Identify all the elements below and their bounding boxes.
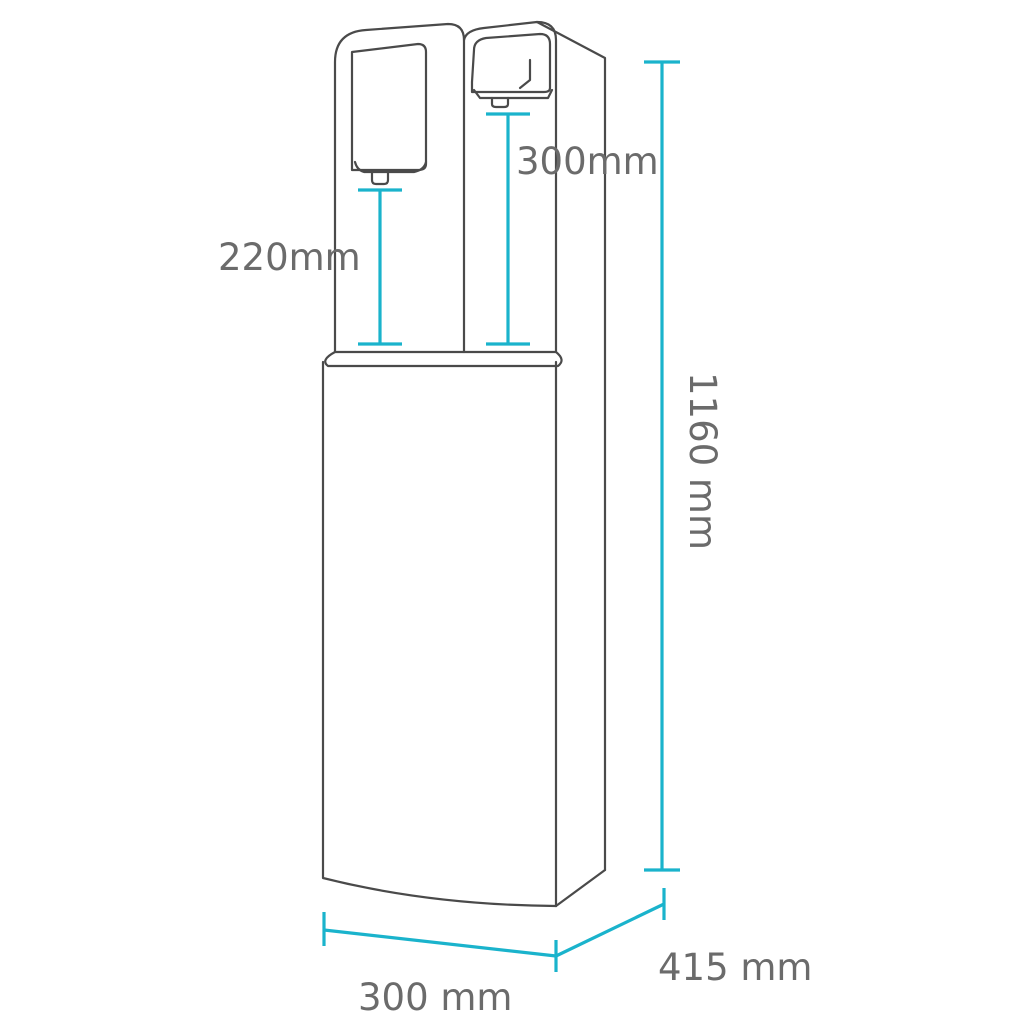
height-dimension [644, 60, 680, 872]
hot-tap-detail [518, 58, 532, 90]
cold-tap-nozzle [370, 170, 390, 186]
cabinet-side [554, 868, 607, 908]
hot-tap-nozzle [490, 96, 510, 109]
hot-tap-clearance-dimension [486, 112, 530, 346]
cabinet-front [321, 360, 558, 908]
depth-dimension [555, 888, 666, 958]
cold-tap-housing [350, 42, 428, 172]
width-dimension [322, 912, 558, 972]
cold-tap-clearance-label: 220mm [218, 236, 361, 279]
height-label: 1160 mm [681, 372, 724, 550]
hot-tap-clearance-label: 300mm [516, 140, 659, 183]
left-tower [333, 22, 466, 354]
drip-tray-ledge [324, 350, 563, 368]
depth-label: 415 mm [658, 946, 812, 989]
right-tower [462, 20, 558, 354]
cold-tap-clearance-dimension [358, 188, 402, 346]
dimension-labels: 220mm 300mm 1160 mm 300 mm 415 mm [218, 140, 812, 1019]
hot-tap-nozzle-base [472, 88, 554, 100]
dimension-lines [322, 60, 680, 972]
width-label: 300 mm [358, 976, 512, 1019]
tower-side-panel [535, 20, 607, 872]
hot-tap-housing [470, 32, 552, 94]
dispenser-outline [321, 20, 607, 908]
